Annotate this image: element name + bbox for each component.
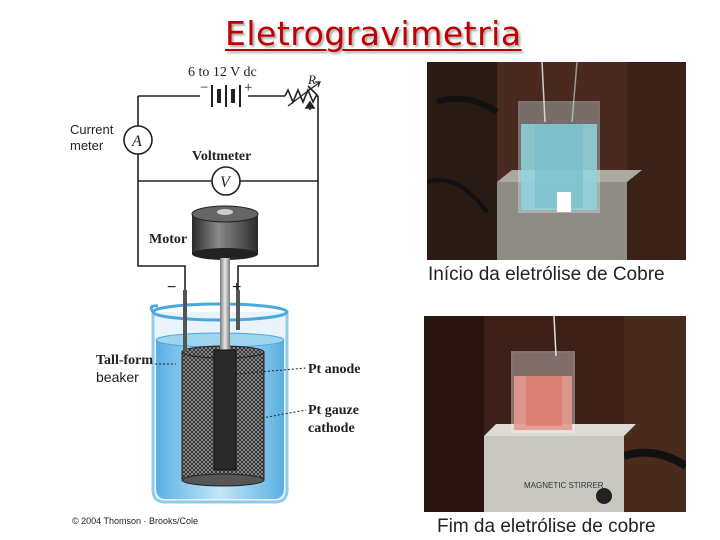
- motor-icon: [192, 206, 258, 280]
- power-supply-label: 6 to 12 V dc: [188, 65, 257, 80]
- caption-start: Início da eletrólise de Cobre: [428, 264, 665, 286]
- current-meter-label: Current: [70, 122, 114, 137]
- voltmeter-label: Voltmeter: [192, 149, 251, 164]
- pt-anode: [214, 280, 240, 470]
- current-meter-label-line2: meter: [70, 138, 104, 153]
- battery-plus-sign: +: [244, 80, 252, 96]
- resistor-label: R: [307, 72, 316, 87]
- beaker-label-line2: beaker: [96, 369, 139, 385]
- cathode-label: Pt gauze: [308, 403, 359, 418]
- anode-label: Pt anode: [308, 362, 361, 377]
- stirrer-label: MAGNETIC STIRRER: [524, 481, 604, 490]
- photo-end-electrolysis: MAGNETIC STIRRER: [424, 316, 686, 512]
- cathode-label-line2: cathode: [308, 421, 355, 436]
- motor-label: Motor: [149, 232, 187, 247]
- copyright-notice: © 2004 Thomson · Brooks/Cole: [72, 516, 198, 526]
- battery-icon: [212, 85, 240, 107]
- photo-start-electrolysis: [427, 62, 686, 260]
- battery-minus-sign: −: [200, 80, 208, 96]
- caption-end: Fim da eletrólise de cobre: [437, 516, 656, 538]
- ammeter-symbol: A: [131, 133, 142, 150]
- cathode-minus-sign: −: [167, 279, 176, 296]
- electrogravimetry-schematic: − + 6 to 12 V dc R A Current meter V Vol…: [0, 0, 420, 540]
- beaker-label: Tall-form: [96, 353, 153, 368]
